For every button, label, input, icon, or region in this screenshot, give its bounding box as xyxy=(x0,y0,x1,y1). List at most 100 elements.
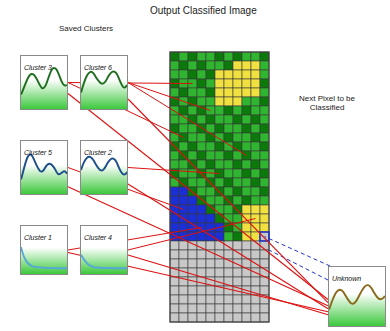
pixel-cell xyxy=(197,259,206,268)
pixel-cell xyxy=(224,115,233,124)
pixel-cell xyxy=(179,88,188,97)
pixel-cell xyxy=(260,169,269,178)
pixel-cell xyxy=(215,241,224,250)
pixel-cell xyxy=(233,268,242,277)
cluster-box: Cluster 1 xyxy=(20,225,68,275)
pixel-cell xyxy=(251,313,260,322)
pixel-cell xyxy=(206,133,215,142)
pixel-cell xyxy=(179,313,188,322)
pixel-cell xyxy=(251,106,260,115)
next-pixel-mark xyxy=(260,232,269,241)
pixel-cell xyxy=(233,304,242,313)
pixel-cell xyxy=(242,232,251,241)
match-line xyxy=(128,99,328,303)
pixel-cell xyxy=(224,313,233,322)
pixel-cell xyxy=(179,124,188,133)
pixel-cell xyxy=(206,151,215,160)
section-heading: Saved Clusters xyxy=(46,24,126,33)
pixel-cell xyxy=(215,79,224,88)
pixel-cell xyxy=(242,241,251,250)
pixel-cell xyxy=(215,151,224,160)
pixel-cell xyxy=(242,313,251,322)
pixel-cell xyxy=(224,295,233,304)
pixel-cell xyxy=(215,142,224,151)
pixel-cell xyxy=(224,97,233,106)
pixel-cell xyxy=(215,70,224,79)
pixel-cell xyxy=(224,151,233,160)
pixel-cell xyxy=(233,70,242,79)
pixel-cell xyxy=(170,313,179,322)
pixel-cell xyxy=(242,169,251,178)
pixel-cell xyxy=(224,52,233,61)
pixel-cell xyxy=(251,196,260,205)
pixel-cell xyxy=(260,106,269,115)
pixel-cell xyxy=(197,61,206,70)
unknown-spectrum-box: Unknown xyxy=(328,266,386,327)
pixel-cell xyxy=(188,169,197,178)
cluster-box: Cluster 2 xyxy=(80,140,128,195)
pixel-cell xyxy=(188,142,197,151)
pixel-cell xyxy=(242,124,251,133)
pixel-cell xyxy=(224,106,233,115)
cluster-name: Cluster 5 xyxy=(21,147,52,157)
pixel-cell xyxy=(215,205,224,214)
pixel-cell xyxy=(233,295,242,304)
pixel-cell xyxy=(242,88,251,97)
pixel-cell xyxy=(188,151,197,160)
pixel-cell xyxy=(233,214,242,223)
pixel-cell xyxy=(242,79,251,88)
pixel-cell xyxy=(251,70,260,79)
green-ground xyxy=(81,226,127,274)
cluster-name: Cluster 2 xyxy=(81,147,112,157)
spectrum-curve xyxy=(21,247,67,268)
pixel-cell xyxy=(215,52,224,61)
pixel-cell xyxy=(206,97,215,106)
pixel-cell xyxy=(206,214,215,223)
pixel-cell xyxy=(215,259,224,268)
class-line xyxy=(128,83,211,111)
pixel-cell xyxy=(179,241,188,250)
pixel-cell xyxy=(242,187,251,196)
pixel-cell xyxy=(188,106,197,115)
green-ground xyxy=(21,56,67,109)
pixel-cell xyxy=(260,70,269,79)
pixel-cell xyxy=(170,223,179,232)
pixel-cell xyxy=(233,160,242,169)
class-line xyxy=(128,168,220,174)
pixel-cell xyxy=(179,70,188,79)
pixel-cell xyxy=(170,295,179,304)
image-frame xyxy=(170,52,269,322)
pixel-cell xyxy=(224,133,233,142)
pixel-cell xyxy=(260,313,269,322)
pixel-cell xyxy=(170,151,179,160)
pixel-cell xyxy=(233,79,242,88)
pixel-cell xyxy=(233,187,242,196)
pixel-cell xyxy=(233,232,242,241)
pixel-cell xyxy=(260,214,269,223)
pixel-cell xyxy=(233,88,242,97)
pixel-cell xyxy=(251,223,260,232)
pixel-cell xyxy=(251,304,260,313)
pixel-cell xyxy=(179,187,188,196)
pixel-cell xyxy=(197,286,206,295)
pixel-cell xyxy=(197,232,206,241)
pixel-cell xyxy=(170,160,179,169)
pixel-cell xyxy=(251,97,260,106)
pixel-cell xyxy=(251,88,260,97)
match-line xyxy=(128,184,328,309)
pixel-cell xyxy=(179,295,188,304)
pixel-cell xyxy=(233,52,242,61)
pixel-cell xyxy=(206,70,215,79)
pixel-cell xyxy=(233,133,242,142)
pixel-cell xyxy=(251,277,260,286)
pixel-cell xyxy=(260,160,269,169)
pixel-cell xyxy=(197,214,206,223)
pixel-cell xyxy=(215,88,224,97)
pixel-cell xyxy=(233,259,242,268)
pixel-cell xyxy=(188,124,197,133)
pixel-cell xyxy=(251,205,260,214)
pixel-cell xyxy=(260,133,269,142)
pixel-cell xyxy=(242,205,251,214)
pixel-cell xyxy=(179,304,188,313)
green-ground xyxy=(21,226,67,274)
